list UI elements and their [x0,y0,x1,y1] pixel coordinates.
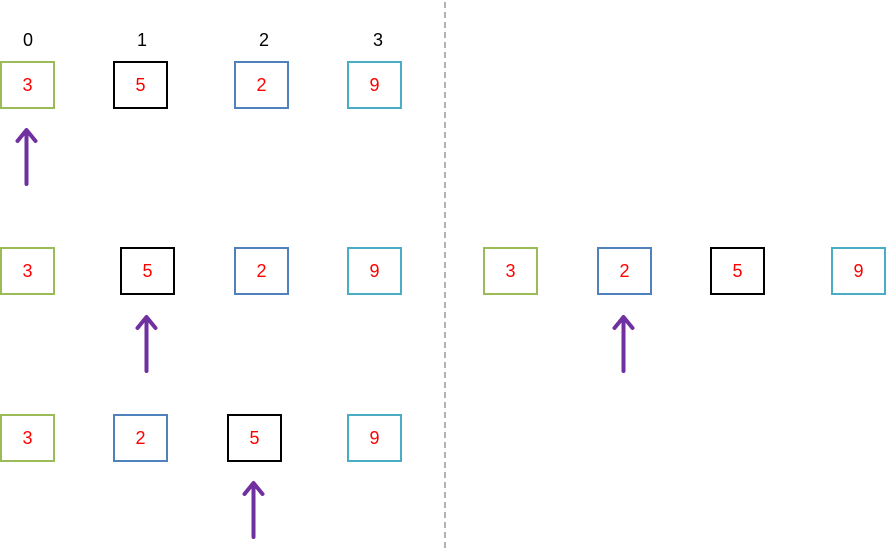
cell-value: 5 [732,261,742,281]
cell-box [597,247,652,295]
array-cell: 2 [234,61,289,109]
cell-value: 9 [369,75,379,95]
cell-box [113,61,168,109]
cell-box [483,247,538,295]
pointer-arrow [135,315,158,373]
cell-value: 9 [369,428,379,448]
cell-value: 3 [505,261,515,281]
cell-box [113,414,168,462]
pointer-arrow [15,128,38,186]
array-cell: 9 [831,247,886,295]
cell-value: 3 [22,261,32,281]
index-label-3: 3 [373,30,383,50]
array-cell: 3 [0,61,55,109]
cell-value: 2 [256,75,266,95]
row-3: 3 2 5 9 [0,414,402,539]
cell-box [831,247,886,295]
array-cell: 3 [483,247,538,295]
cell-box [120,247,175,295]
array-cell: 5 [120,247,175,295]
cell-box [0,61,55,109]
array-cell: 9 [347,414,402,462]
cell-value: 5 [249,428,259,448]
array-cell: 9 [347,247,402,295]
index-label-2: 2 [259,30,269,50]
cell-value: 2 [135,428,145,448]
row-right: 3 2 5 9 [483,247,886,373]
cell-value: 9 [369,261,379,281]
array-rows: 3 5 2 9 3 5 2 9 3 2 5 9 3 2 5 9 [0,61,886,539]
array-cell: 2 [234,247,289,295]
cell-box [227,414,282,462]
cell-box [347,61,402,109]
array-cell: 2 [113,414,168,462]
cell-value: 2 [619,261,629,281]
cell-box [347,414,402,462]
index-label-1: 1 [137,30,147,50]
pointer-arrow [242,481,265,539]
cell-value: 3 [22,428,32,448]
cell-box [710,247,765,295]
array-cell: 5 [227,414,282,462]
row-2: 3 5 2 9 [0,247,402,373]
cell-value: 3 [22,75,32,95]
array-cell: 9 [347,61,402,109]
array-cell: 5 [113,61,168,109]
cell-value: 9 [853,261,863,281]
cell-box [234,247,289,295]
array-cell: 3 [0,414,55,462]
pointer-arrow [612,315,635,373]
cell-box [0,247,55,295]
cell-box [347,247,402,295]
cell-value: 5 [142,261,152,281]
array-cell: 5 [710,247,765,295]
cell-value: 2 [256,261,266,281]
array-cell: 3 [0,247,55,295]
cell-value: 5 [135,75,145,95]
cell-box [0,414,55,462]
index-label-0: 0 [23,30,33,50]
index-labels: 0 1 2 3 [23,30,383,50]
array-cell: 2 [597,247,652,295]
cell-box [234,61,289,109]
row-1: 3 5 2 9 [0,61,402,186]
